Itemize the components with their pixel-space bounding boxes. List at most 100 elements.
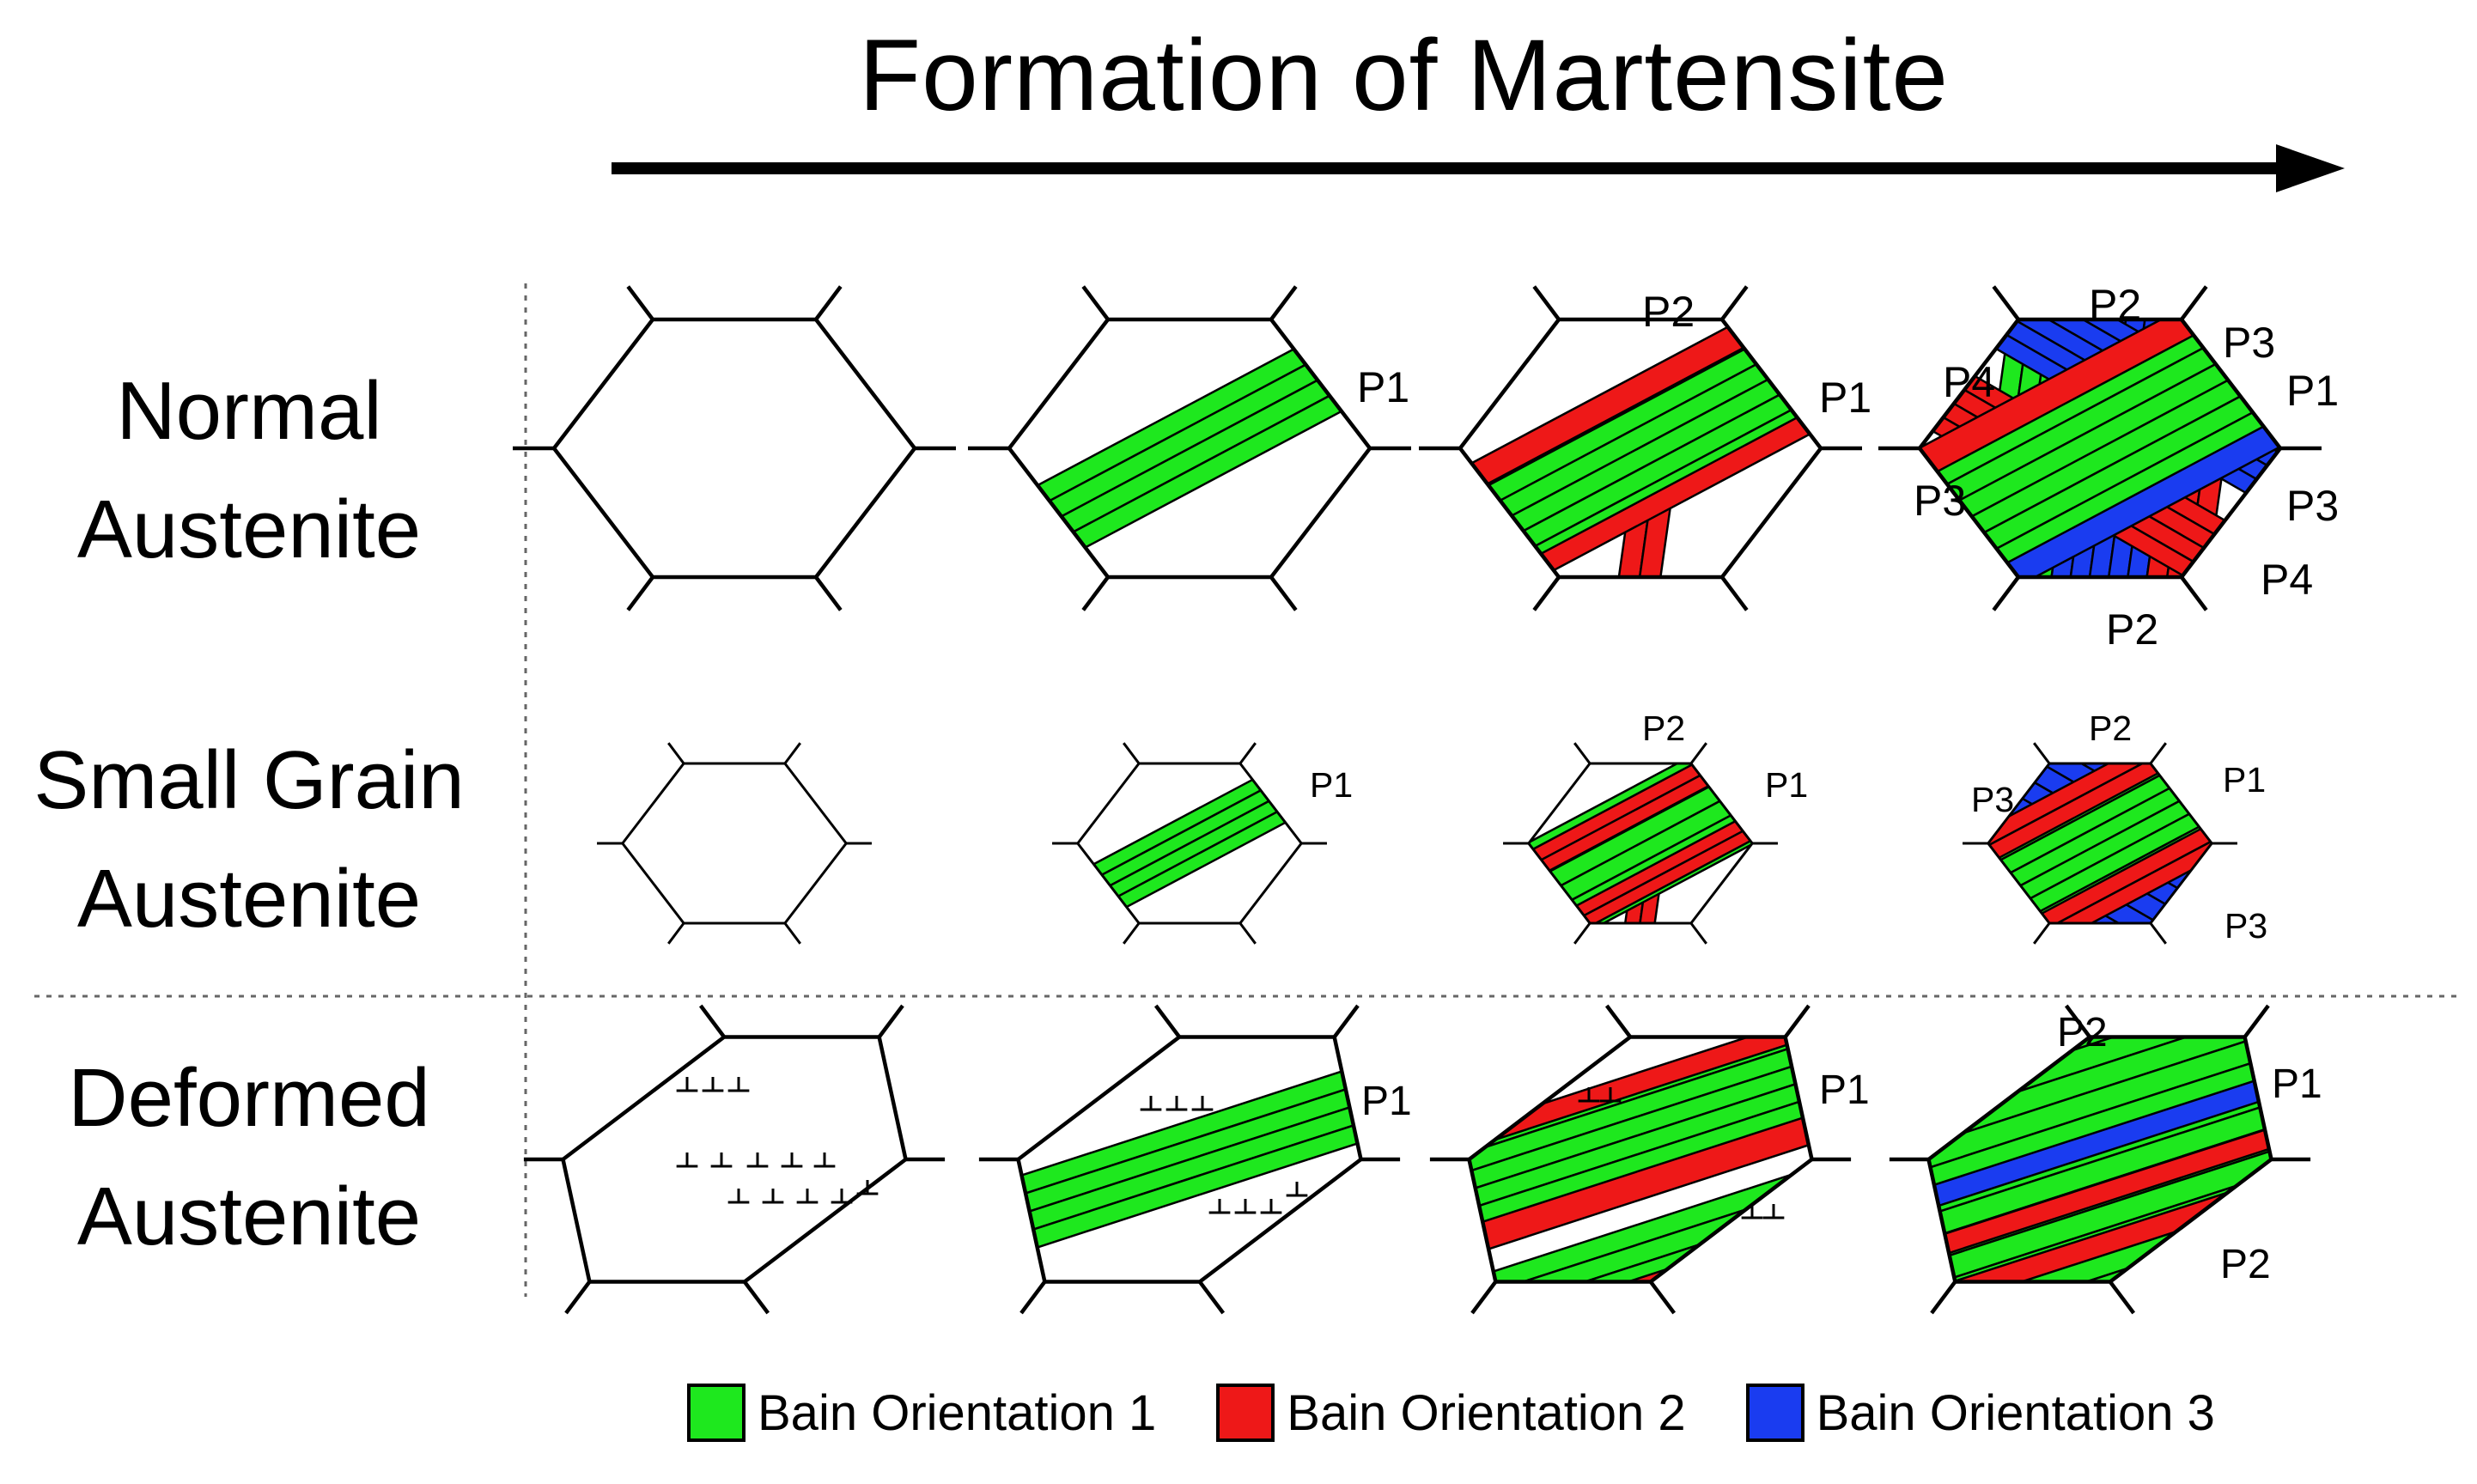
row-label-line1: Deformed (68, 1052, 430, 1144)
boundary-stub (1081, 285, 1110, 321)
packet-label: P1 (1765, 765, 1808, 805)
boundary-stub (1992, 285, 2020, 321)
grain-boundary (1015, 1035, 1364, 1284)
legend-label: Bain Orientation 3 (1816, 1384, 2215, 1441)
boundary-stub (1604, 1004, 1632, 1038)
grain (523, 1004, 946, 1315)
martensite-lath (1920, 359, 2280, 577)
lath-group (1010, 327, 1369, 569)
row-label-line2: Austenite (76, 853, 422, 945)
dislocation-symbol (1741, 1203, 1763, 1219)
martensite-lath (1987, 776, 2212, 923)
martensite-lath (1928, 1104, 2272, 1277)
grain-boundary (1466, 1035, 1815, 1284)
boundary-stub (2180, 285, 2208, 321)
boundary-stub (1470, 1280, 1498, 1315)
martensite-lath (1460, 324, 1821, 554)
dislocation-symbol (1191, 1095, 1214, 1111)
martensite-lath (1469, 1081, 1812, 1244)
boundary-stub (564, 1280, 592, 1315)
boundary-stub (1269, 575, 1298, 611)
packet-label: P2 (2106, 605, 2158, 654)
lath-group (1987, 763, 2212, 923)
dislocation-symbol (1286, 1181, 1308, 1197)
lath-group (1528, 763, 1753, 923)
martensite-lath (1469, 1065, 1812, 1226)
dislocation-symbol (1599, 1086, 1622, 1103)
row-label-normal: Normal Austenite (0, 352, 498, 589)
martensite-lath (1528, 776, 1753, 923)
martensite-lath (1469, 1097, 1812, 1268)
boundary-stub (1238, 742, 1257, 764)
grain-boundary (1926, 1035, 2274, 1284)
dislocation-symbol (762, 1188, 784, 1204)
legend-swatch-green (687, 1384, 746, 1442)
grain-boundary (1075, 762, 1304, 925)
packet-label: P1 (1357, 363, 1409, 411)
legend: Bain Orientation 1 Bain Orientation 2 Ba… (687, 1374, 2448, 1451)
grain-boundary (1007, 317, 1372, 580)
packet-label: P3 (2286, 482, 2339, 530)
legend-label: Bain Orientation 2 (1287, 1384, 1686, 1441)
packet-label: P3 (2224, 906, 2267, 946)
row-label-line1: Small Grain (33, 734, 465, 826)
boundary-stub (1238, 922, 1257, 945)
boundary-stub (667, 922, 685, 945)
boundary-stub (1573, 742, 1591, 764)
martensite-lath (1920, 319, 2280, 538)
boundary-stub (1720, 285, 1749, 321)
martensite-lath (1460, 319, 1821, 520)
boundary-stub (814, 575, 843, 611)
packet-label: P3 (1914, 477, 1966, 525)
martensite-lath (1464, 382, 1821, 577)
boundary-stub (1019, 1280, 1047, 1315)
packet-label: P1 (2272, 1061, 2322, 1107)
dislocation-symbol (813, 1152, 836, 1168)
martensite-lath (1019, 344, 1351, 535)
boundary-stub (1532, 575, 1561, 611)
lath-group (1077, 765, 1302, 921)
martensite-lath (1460, 357, 1821, 577)
grain-boundary (1986, 762, 2214, 925)
diagram-title: Formation of Martensite (859, 19, 1950, 132)
dislocation-symbol (796, 1188, 819, 1204)
boundary-stub (1332, 1004, 1360, 1038)
boundary-stub (1123, 742, 1141, 764)
progression-arrow (612, 144, 2345, 192)
boundary-stub (626, 575, 654, 611)
grain-boundary (620, 762, 849, 925)
boundary-stub (2243, 1004, 2270, 1038)
boundary-stub (1649, 1280, 1677, 1315)
martensite-lath (1469, 1145, 1812, 1282)
grain-boundary (1458, 317, 1823, 580)
martensite-lath (1920, 324, 2280, 555)
legend-item-bain-3: Bain Orientation 3 (1745, 1384, 2215, 1442)
boundary-stub (2180, 575, 2208, 611)
martensite-lath (1528, 763, 1753, 894)
martensite-lath (1987, 763, 2200, 866)
grain: P1 (1052, 742, 1353, 945)
row-label-line1: Normal (116, 365, 382, 457)
boundary-stub (2033, 922, 2051, 945)
dislocation-symbol (710, 1152, 733, 1168)
dislocation-symbol (702, 1076, 724, 1092)
legend-swatch-blue (1745, 1384, 1804, 1442)
packet-label: P3 (2223, 319, 2275, 367)
boundary-stub (1992, 575, 2020, 611)
packet-label: P2 (1642, 288, 1695, 336)
row-label-line2: Austenite (76, 1171, 422, 1262)
martensite-lath (1460, 341, 1821, 571)
boundary-stub (1720, 575, 1749, 611)
dislocation-symbol (1234, 1198, 1257, 1214)
legend-item-bain-2: Bain Orientation 2 (1216, 1384, 1686, 1442)
packet-label: P4 (1943, 358, 1995, 406)
packet-label: P4 (2261, 556, 2313, 604)
martensite-lath (1018, 1110, 1361, 1262)
boundary-stub (1783, 1004, 1811, 1038)
grain: P1 (1429, 1004, 1870, 1315)
martensite-lath (1018, 1092, 1361, 1244)
boundary-stub (1689, 742, 1707, 764)
packet-label: P3 (1971, 780, 2014, 819)
boundary-stub (698, 1004, 726, 1038)
